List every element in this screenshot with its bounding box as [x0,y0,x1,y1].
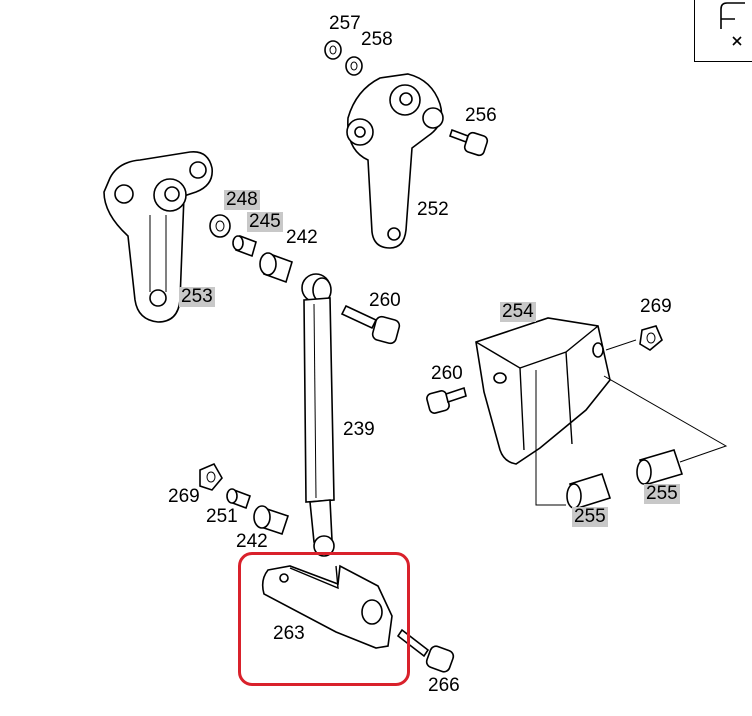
shock-absorber-239 [301,273,335,557]
label-257[interactable]: 257 [329,13,361,34]
bushing-242-lower [253,505,290,536]
label-260-lower[interactable]: 260 [431,363,463,384]
bushing-251 [226,488,252,510]
bushing-245 [232,234,257,258]
bracket-253 [103,151,213,323]
corner-symbol [720,2,745,46]
bushing-255-right [636,449,684,485]
label-256[interactable]: 256 [465,105,497,126]
selection-highlight-263 [238,552,410,686]
nut-269-right [639,325,663,351]
label-258[interactable]: 258 [361,29,393,50]
label-263[interactable]: 263 [273,623,305,644]
washer-258 [345,56,363,76]
bushing-242-upper [259,252,293,284]
label-269-left[interactable]: 269 [168,486,200,507]
label-269-right[interactable]: 269 [640,296,672,317]
label-251[interactable]: 251 [206,506,238,527]
bolt-260-upper [340,304,401,345]
bracket-254 [475,317,611,465]
label-248[interactable]: 248 [224,189,260,210]
label-255-left[interactable]: 255 [572,506,608,527]
nut-269-left [199,462,223,491]
bushing-255-left [566,473,612,509]
label-255-right[interactable]: 255 [644,483,680,504]
bracket-263 [261,564,393,649]
label-242-lower[interactable]: 242 [236,531,268,552]
bolt-260-lower [426,386,467,414]
label-245[interactable]: 245 [247,211,283,232]
washer-248 [209,214,231,238]
washer-257 [324,40,342,60]
label-242-upper[interactable]: 242 [286,227,318,248]
label-266[interactable]: 266 [428,675,460,696]
bracket-252 [346,73,444,249]
corner-reference-box [694,0,752,62]
label-260-upper[interactable]: 260 [369,290,401,311]
label-239[interactable]: 239 [343,419,375,440]
label-254[interactable]: 254 [500,301,536,322]
bolt-266 [396,628,455,673]
bolt-256 [448,128,489,157]
label-252[interactable]: 252 [417,199,449,220]
label-253[interactable]: 253 [179,286,215,307]
